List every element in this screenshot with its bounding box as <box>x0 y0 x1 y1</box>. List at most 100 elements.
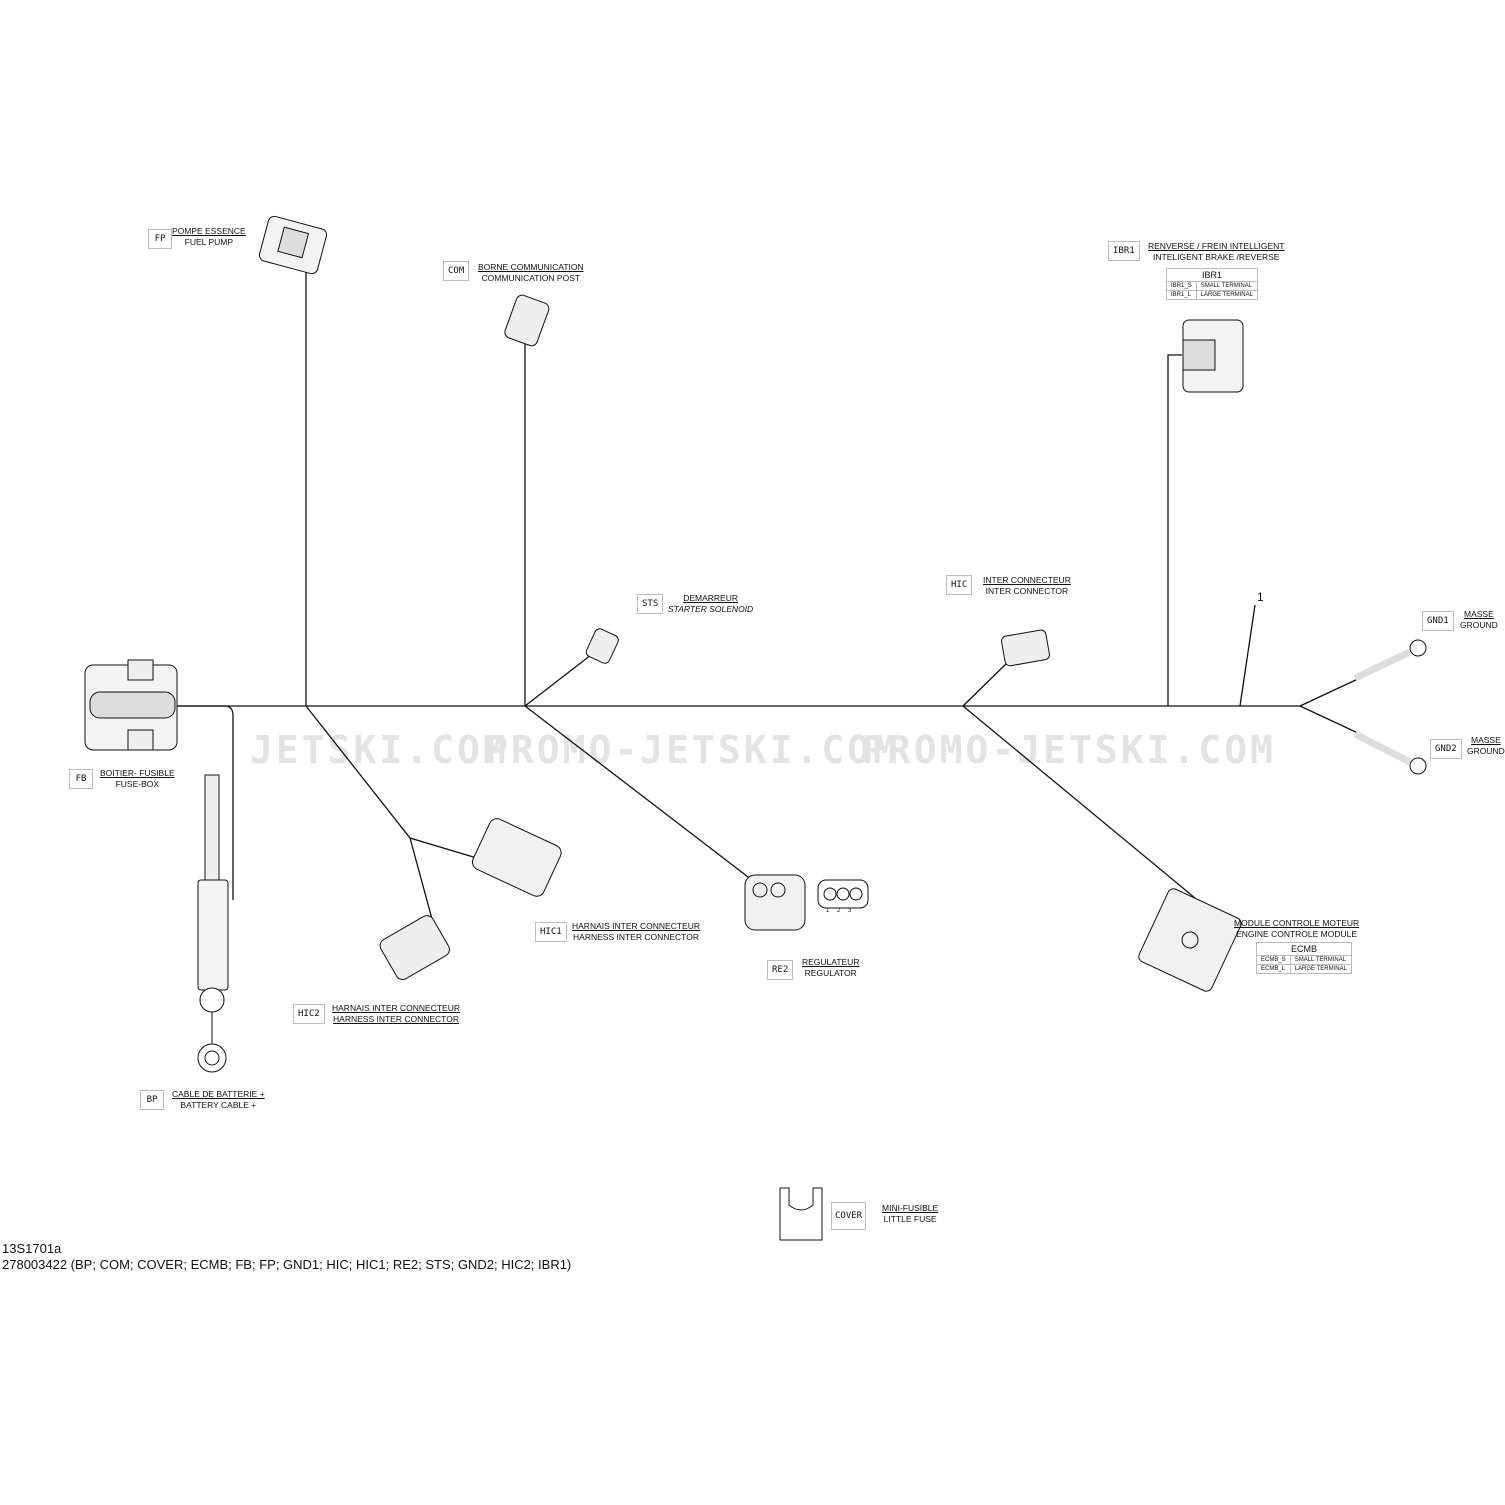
fb-label-fr: BOITIER- FUSIBLE <box>100 768 175 778</box>
watermark: PROMO-JETSKI.COM <box>485 728 900 772</box>
pin-number: 1 <box>826 908 830 914</box>
fp-code: FP <box>148 229 172 249</box>
wire-ibr1 <box>1167 354 1182 706</box>
cover-code: COVER <box>831 1202 867 1230</box>
table-cell: LARGE TERMINAL <box>1289 964 1352 974</box>
watermark: JETSKI.COM <box>250 728 509 772</box>
fuse-box-icon <box>84 659 178 751</box>
cover-label-fr: MINI-FUSIBLE <box>882 1203 939 1213</box>
watermark: PROMO-JETSKI.COM <box>862 728 1277 772</box>
regulator-pin-numbers: 1 2 3 <box>826 906 851 917</box>
ibr1-label-en: INTELIGENT BRAKE /REVERSE <box>1153 252 1280 262</box>
hic2-label-en: HARNESS INTER CONNECTOR <box>333 1014 459 1024</box>
hic-label-fr: INTER CONNECTEUR <box>983 575 1071 585</box>
gnd2-label-fr: MASSE <box>1471 735 1501 745</box>
table-cell: IBR1_L <box>1166 290 1197 300</box>
com-label-en: COMMUNICATION POST <box>481 273 581 283</box>
hic2-connector-icon <box>379 915 450 980</box>
table-cell: IBR1_S <box>1166 281 1197 291</box>
gnd2-label-en: GROUND <box>1467 746 1505 756</box>
fuel-pump-connector-icon <box>258 215 328 275</box>
hic-label-en: INTER CONNECTOR <box>985 586 1069 596</box>
hic-connector-icon <box>1001 629 1050 667</box>
table-title: ECMB <box>1256 942 1352 956</box>
wire-ecmb <box>962 705 1196 899</box>
hic1-connector-icon <box>471 818 562 897</box>
com-connector-icon <box>504 294 550 347</box>
ground-terminal-icon <box>1353 639 1427 775</box>
reference-number: 1 <box>1257 590 1264 604</box>
mini-fuse-icon <box>779 1187 823 1241</box>
pin-number: 2 <box>837 908 841 914</box>
bp-code: BP <box>140 1090 164 1110</box>
drawing-id: 13S1701a <box>2 1241 62 1256</box>
ibr1-connector-icon <box>1182 319 1244 393</box>
hic1-label-en: HARNESS INTER CONNECTOR <box>573 932 699 942</box>
table-cell: ECMB_L <box>1256 964 1291 974</box>
hic2-label-fr: HARNAIS INTER CONNECTEUR <box>332 1003 460 1013</box>
wire-re2 <box>524 705 766 891</box>
re2-label-en: REGULATOR <box>804 968 857 978</box>
wire-hic-split <box>305 705 491 931</box>
ibr1-label-fr: RENVERSE / FREIN INTELLIGENT <box>1148 241 1285 251</box>
bp-label-fr: CABLE DE BATTERIE + <box>172 1089 265 1099</box>
table-title: IBR1 <box>1166 268 1258 282</box>
fb-code: FB <box>69 769 93 789</box>
regulator-connector-icon <box>744 874 869 931</box>
sts-label-en: STARTER SOLENOID <box>668 604 754 614</box>
ecm-connector-icon <box>1138 888 1242 992</box>
com-label-fr: BORNE COMMUNICATION <box>478 262 584 272</box>
re2-label-fr: REGULATEUR <box>802 957 860 967</box>
ibr1-code: IBR1 <box>1108 241 1140 261</box>
wire-sts <box>524 647 601 707</box>
re2-code: RE2 <box>767 960 794 980</box>
gnd1-label-fr: MASSE <box>1464 609 1494 619</box>
hic1-code: HIC1 <box>535 922 567 942</box>
sts-code: STS <box>637 594 664 614</box>
pin-number: 3 <box>848 908 852 914</box>
sts-connector-icon <box>585 628 619 664</box>
battery-cable-icon <box>197 774 229 1073</box>
hic-code: HIC <box>946 575 973 595</box>
sts-label-fr: DEMARREUR <box>683 593 738 603</box>
part-list: 278003422 (BP; COM; COVER; ECMB; FB; FP;… <box>2 1257 572 1272</box>
bp-label-en: BATTERY CABLE + <box>180 1100 257 1110</box>
fb-label-en: FUSE-BOX <box>115 779 160 789</box>
fp-label-en: FUEL PUMP <box>184 237 234 247</box>
wire-bp <box>175 705 234 900</box>
gnd1-label-en: GROUND <box>1460 620 1498 630</box>
table-cell: SMALL TERMINAL <box>1289 955 1352 965</box>
wire-gnd <box>1299 677 1361 735</box>
hic1-label-fr: HARNAIS INTER CONNECTEUR <box>572 921 700 931</box>
gnd1-code: GND1 <box>1422 611 1454 631</box>
table-cell: ECMB_S <box>1256 955 1291 965</box>
bp-label: CABLE DE BATTERIE +BATTERY CABLE + <box>172 1089 265 1111</box>
table-cell: LARGE TERMINAL <box>1195 290 1258 300</box>
com-code: COM <box>443 261 470 281</box>
gnd2-code: GND2 <box>1430 739 1462 759</box>
wire-hic <box>962 659 1011 707</box>
ecmb-label-en: ENGINE CONTROLE MODULE <box>1236 929 1358 939</box>
ref-leader <box>1239 604 1256 707</box>
hic2-code: HIC2 <box>293 1004 325 1024</box>
table-cell: SMALL TERMINAL <box>1195 281 1258 291</box>
ecmb-label-fr: MODULE CONTROLE MOTEUR <box>1234 918 1360 928</box>
cover-label-en: LITTLE FUSE <box>883 1214 937 1224</box>
